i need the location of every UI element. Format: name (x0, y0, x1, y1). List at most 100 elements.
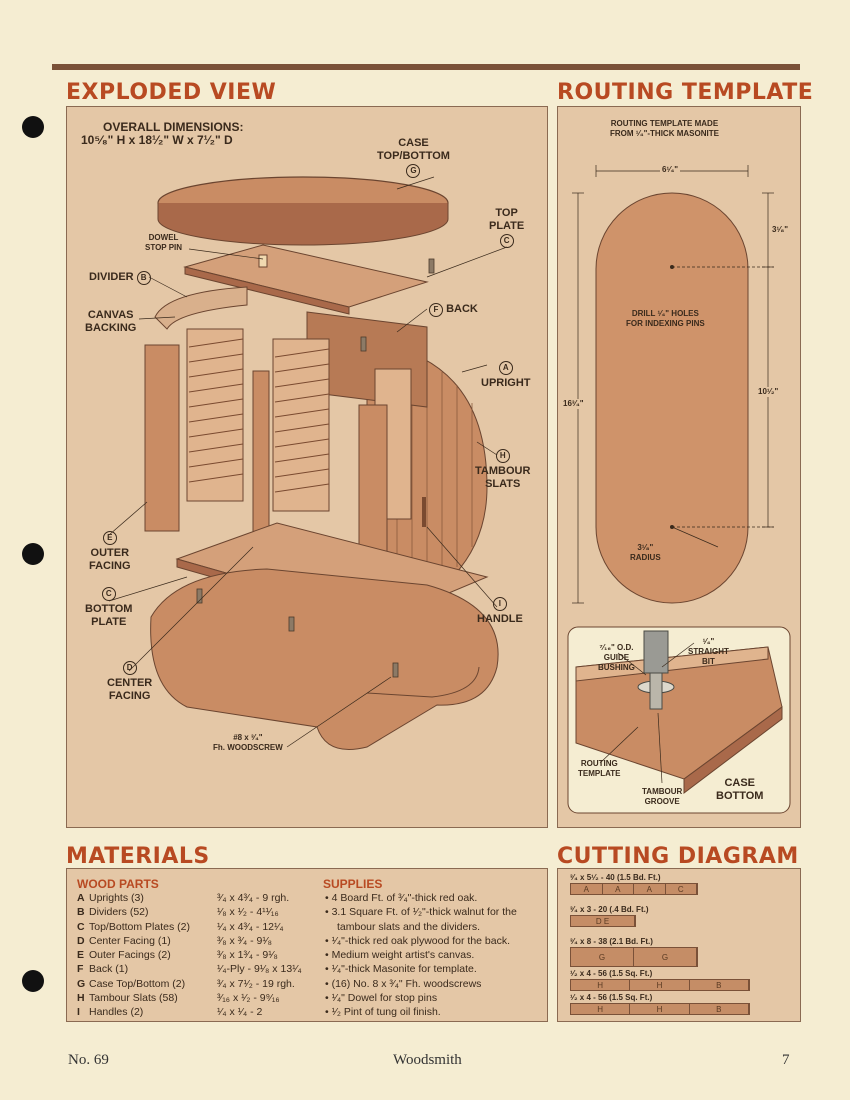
wood-part-letter: G (77, 977, 86, 990)
binder-hole (22, 543, 44, 565)
board-piece: H (571, 980, 631, 990)
exploded-view-panel: OVERALL DIMENSIONS: 10⁵⁄₈" H x 18¹⁄₂" W … (66, 106, 548, 828)
board-label: ¹⁄₂ x 4 - 56 (1.5 Sq. Ft.) (570, 993, 653, 1002)
supply-item: • ¹⁄₂ Pint of tung oil finish. (325, 1006, 441, 1019)
supply-item: • 4 Board Ft. of ³⁄₄"-thick red oak. (325, 892, 478, 904)
overall-dimensions-value: 10⁵⁄₈" H x 18¹⁄₂" W x 7¹⁄₂" D (81, 133, 233, 147)
supplies-heading: SUPPLIES (323, 877, 383, 891)
circle-letter-g: G (406, 164, 421, 178)
dim-center-spacing: 10¹⁄₂" (758, 387, 779, 397)
wood-part-row: C Top/Bottom Plates (2) ¹⁄₄ x 4³⁄₄ - 12¹⁄₄ (77, 920, 313, 934)
circle-letter-d: D (122, 661, 137, 675)
circle-letter-c: C (499, 234, 514, 248)
wood-part-name: Back (1) (89, 963, 129, 976)
binder-hole (22, 116, 44, 138)
board-piece: H (630, 980, 690, 990)
wood-part-letter: H (77, 992, 85, 1005)
exploded-view-illustration (108, 176, 508, 750)
circle-letter-f: F (429, 303, 443, 317)
wood-part-name: Outer Facings (2) (89, 949, 171, 962)
circle-letter-a: A (498, 361, 513, 375)
routing-template-drawing (567, 165, 791, 814)
exploded-view-title: EXPLODED VIEW (66, 80, 277, 105)
wood-part-name: Uprights (3) (89, 892, 144, 904)
wood-part-name: Dividers (52) (89, 906, 149, 919)
wood-part-dims: ³⁄₈ x 1³⁄₄ - 9¹⁄₈ (217, 949, 278, 962)
board-piece: G (634, 948, 697, 966)
board: D E (570, 915, 636, 927)
board-piece: A (634, 884, 666, 894)
board-label: ³⁄₄ x 5¹⁄₂ - 40 (1.5 Bd. Ft.) (570, 873, 661, 882)
routing-template-title: ROUTING TEMPLATE (557, 80, 814, 105)
wood-part-dims: ¹⁄₄ x ¹⁄₄ - 2 (217, 1006, 263, 1019)
wood-part-letter: C (77, 920, 85, 933)
top-rule (52, 64, 800, 70)
wood-part-dims: ¹⁄₄-Ply - 9¹⁄₈ x 13¹⁄₄ (217, 963, 302, 976)
label-woodscrew: #8 x ³⁄₄"Fh. WOODSCREW (213, 733, 283, 752)
radius-note: 3¹⁄₈"RADIUS (630, 543, 661, 562)
wood-part-name: Case Top/Bottom (2) (89, 977, 186, 990)
board-piece: D E (571, 916, 635, 926)
wood-part-name: Center Facing (1) (89, 934, 171, 947)
supply-item: • ¹⁄₄"-thick Masonite for template. (325, 963, 477, 976)
supply-item: • Medium weight artist's canvas. (325, 949, 475, 962)
cutting-diagram-title: CUTTING DIAGRAM (557, 844, 799, 869)
wood-part-name: Top/Bottom Plates (2) (89, 920, 190, 933)
supply-item: tambour slats and the dividers. (337, 920, 480, 933)
materials-title: MATERIALS (66, 844, 210, 869)
dim-width: 6¹⁄₄" (660, 165, 681, 175)
label-back: F BACK (429, 303, 478, 317)
board-piece: B (690, 1004, 749, 1014)
supply-item: • ¹⁄₄"-thick red oak plywood for the bac… (325, 934, 511, 947)
wood-part-dims: ¹⁄₈ x ¹⁄₂ - 4¹¹⁄₁₆ (217, 906, 279, 919)
board-piece: A (571, 884, 603, 894)
wood-part-dims: ³⁄₈ x ³⁄₄ - 9¹⁄₈ (217, 934, 272, 947)
dim-height: 16³⁄₄" (563, 399, 584, 409)
wood-part-name: Tambour Slats (58) (89, 992, 178, 1005)
supply-item: • (16) No. 8 x ³⁄₄" Fh. woodscrews (325, 977, 482, 990)
circle-letter-b: B (136, 271, 151, 285)
board-piece: A (603, 884, 634, 894)
board-label: ³⁄₄ x 8 - 38 (2.1 Bd. Ft.) (570, 937, 653, 946)
wood-part-name: Handles (2) (89, 1006, 144, 1019)
binder-hole (22, 970, 44, 992)
footer-page: 7 (782, 1052, 790, 1068)
board-label: ³⁄₄ x 3 - 20 (.4 Bd. Ft.) (570, 905, 649, 914)
board-piece: C (666, 884, 697, 894)
wood-part-dims: ¹⁄₄ x 4³⁄₄ - 12¹⁄₄ (217, 920, 284, 933)
board-label: ¹⁄₂ x 4 - 56 (1.5 Sq. Ft.) (570, 969, 653, 978)
wood-parts-heading: WOOD PARTS (77, 877, 159, 891)
label-divider: DIVIDER B (89, 271, 151, 285)
board-piece: H (630, 1004, 690, 1014)
circle-letter-i: I (492, 597, 507, 611)
overall-dimensions-title: OVERALL DIMENSIONS: (103, 120, 244, 134)
circle-letter-c-bottom: C (101, 587, 116, 601)
supply-item: • 3.1 Square Ft. of ¹⁄₂"-thick walnut fo… (325, 906, 517, 919)
wood-part-letter: D (77, 934, 85, 947)
wood-part-row: D Center Facing (1) ³⁄₈ x ³⁄₄ - 9¹⁄₈ (77, 934, 313, 948)
board-piece: G (571, 948, 634, 966)
circle-letter-h: H (495, 449, 510, 463)
wood-part-row: F Back (1) ¹⁄₄-Ply - 9¹⁄₈ x 13¹⁄₄ (77, 962, 313, 976)
label-handle: I HANDLE (477, 597, 523, 625)
board-piece: B (690, 980, 749, 990)
wood-part-letter: F (77, 963, 84, 976)
